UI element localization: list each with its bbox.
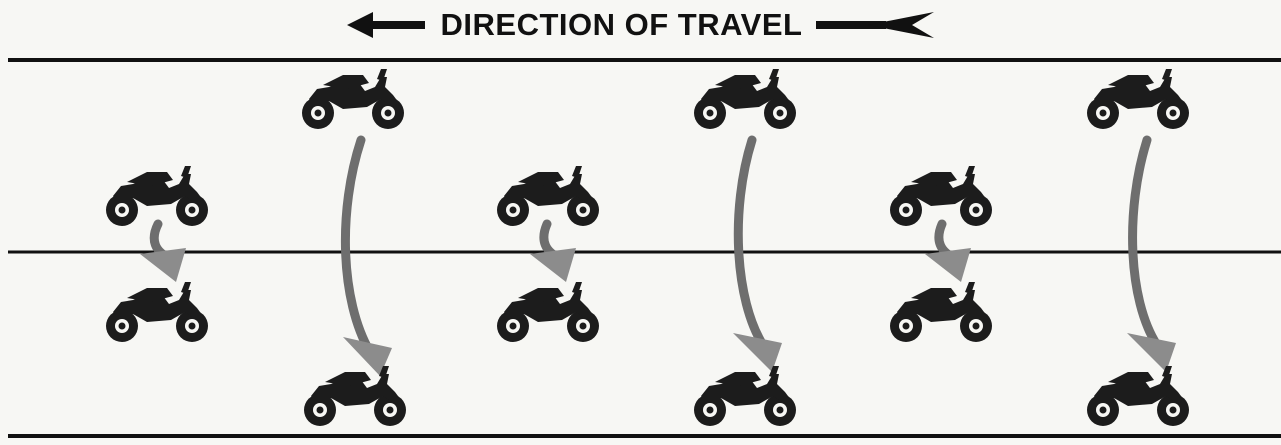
motorcycle-icon bbox=[694, 366, 796, 426]
motorcycle-icon bbox=[890, 166, 992, 226]
motorcycle-icon bbox=[106, 282, 208, 342]
motorcycle-icon bbox=[304, 366, 406, 426]
motorcycle-icon bbox=[1087, 366, 1189, 426]
motorcycle-icon bbox=[302, 69, 404, 129]
long-arrow-1 bbox=[343, 140, 392, 376]
motorcycle-icon bbox=[694, 69, 796, 129]
motorcycle-icon bbox=[497, 282, 599, 342]
long-arrow-2 bbox=[733, 140, 782, 372]
motorcycle-icon bbox=[497, 166, 599, 226]
motorcycle-icon bbox=[890, 282, 992, 342]
motorcycle-icon bbox=[1087, 69, 1189, 129]
long-arrow-3 bbox=[1127, 140, 1176, 372]
motorcycle-icon bbox=[106, 166, 208, 226]
